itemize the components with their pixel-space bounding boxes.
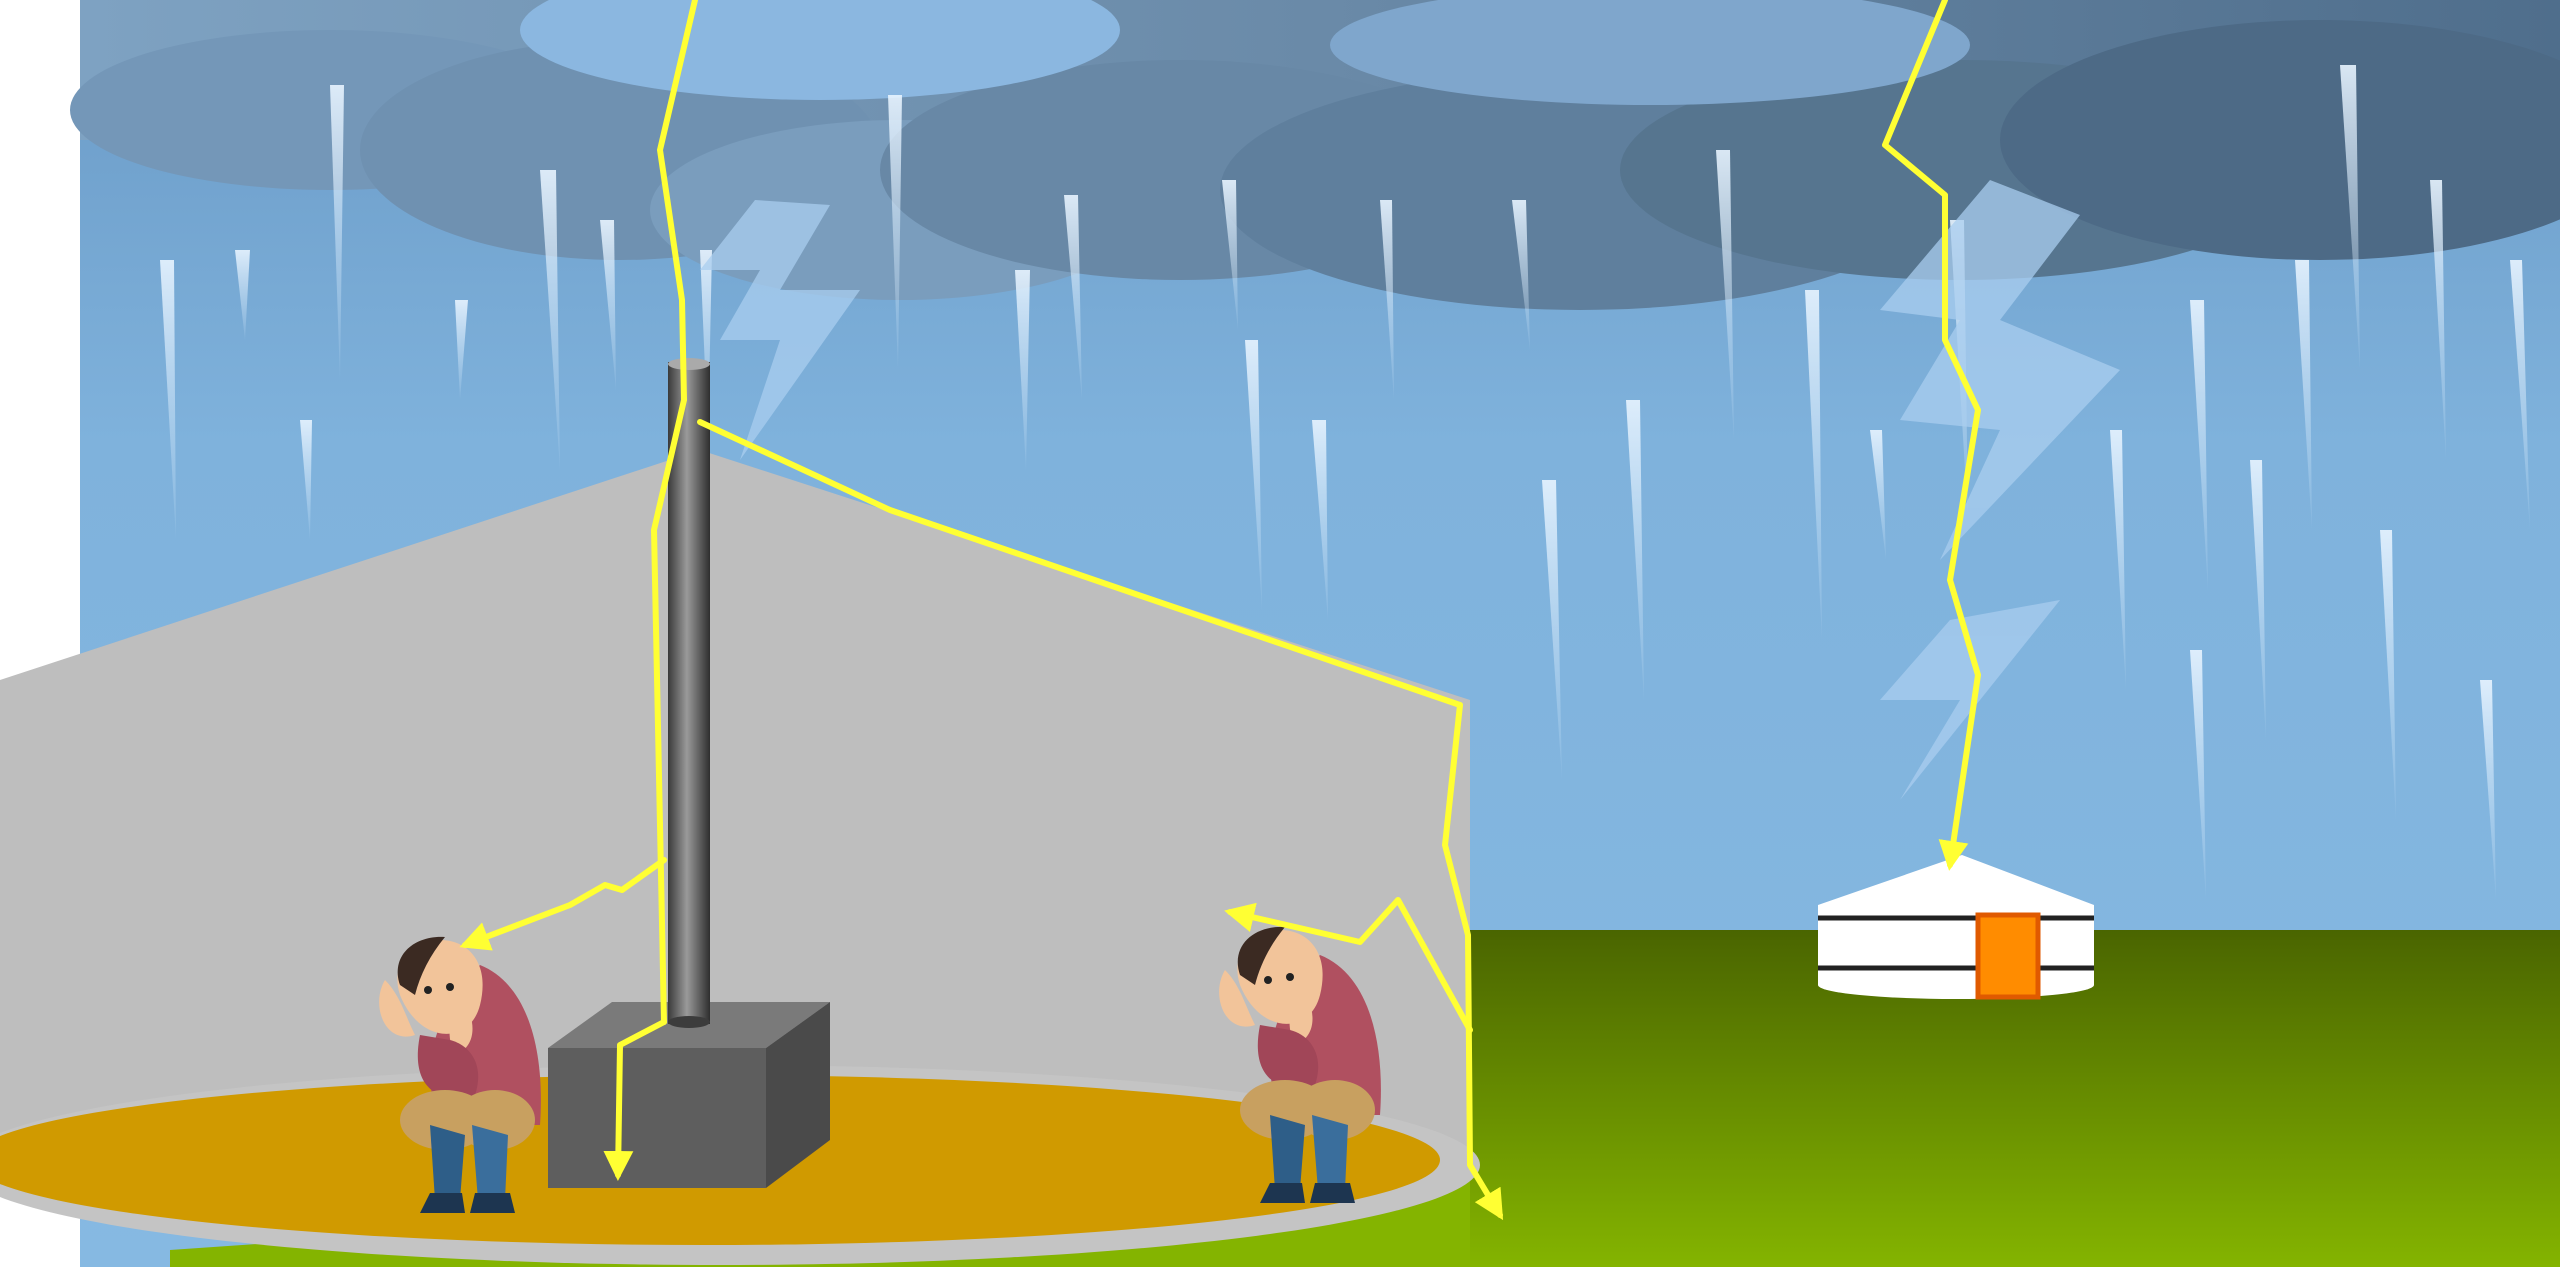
- yurt-door: [1978, 915, 2038, 997]
- metal-pole-icon: [668, 358, 710, 1028]
- yurt-base: [1818, 971, 2094, 999]
- stove-box-icon: [548, 1002, 830, 1188]
